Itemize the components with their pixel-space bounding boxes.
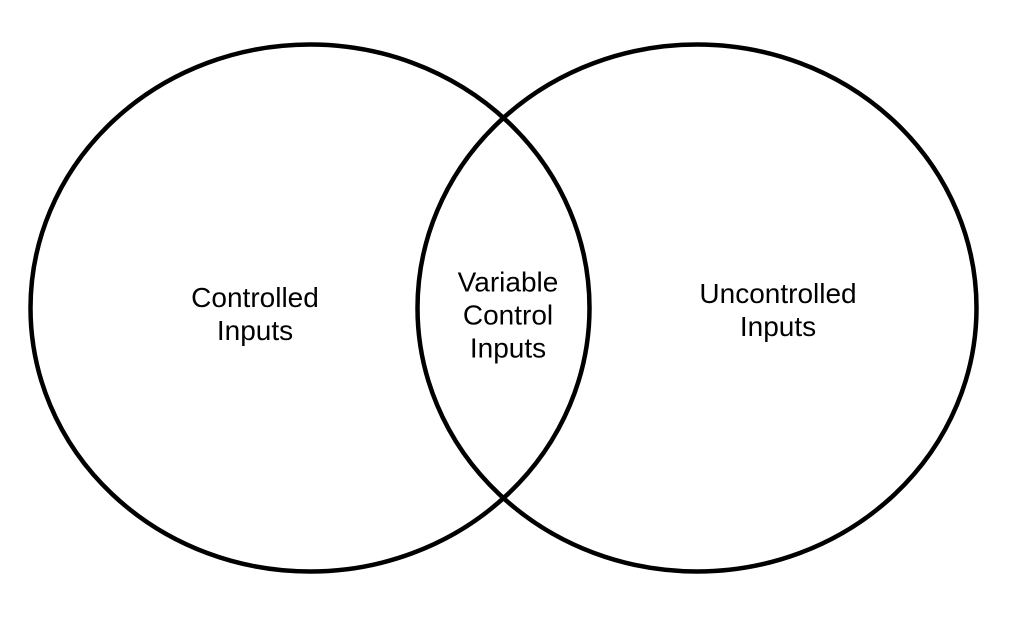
intersection-label: Variable Control Inputs bbox=[457, 266, 559, 364]
right-set-label: Uncontrolled Inputs bbox=[699, 278, 857, 342]
left-circle bbox=[28, 42, 592, 574]
right-circle bbox=[415, 42, 979, 574]
left-set-label: Controlled Inputs bbox=[191, 282, 319, 346]
